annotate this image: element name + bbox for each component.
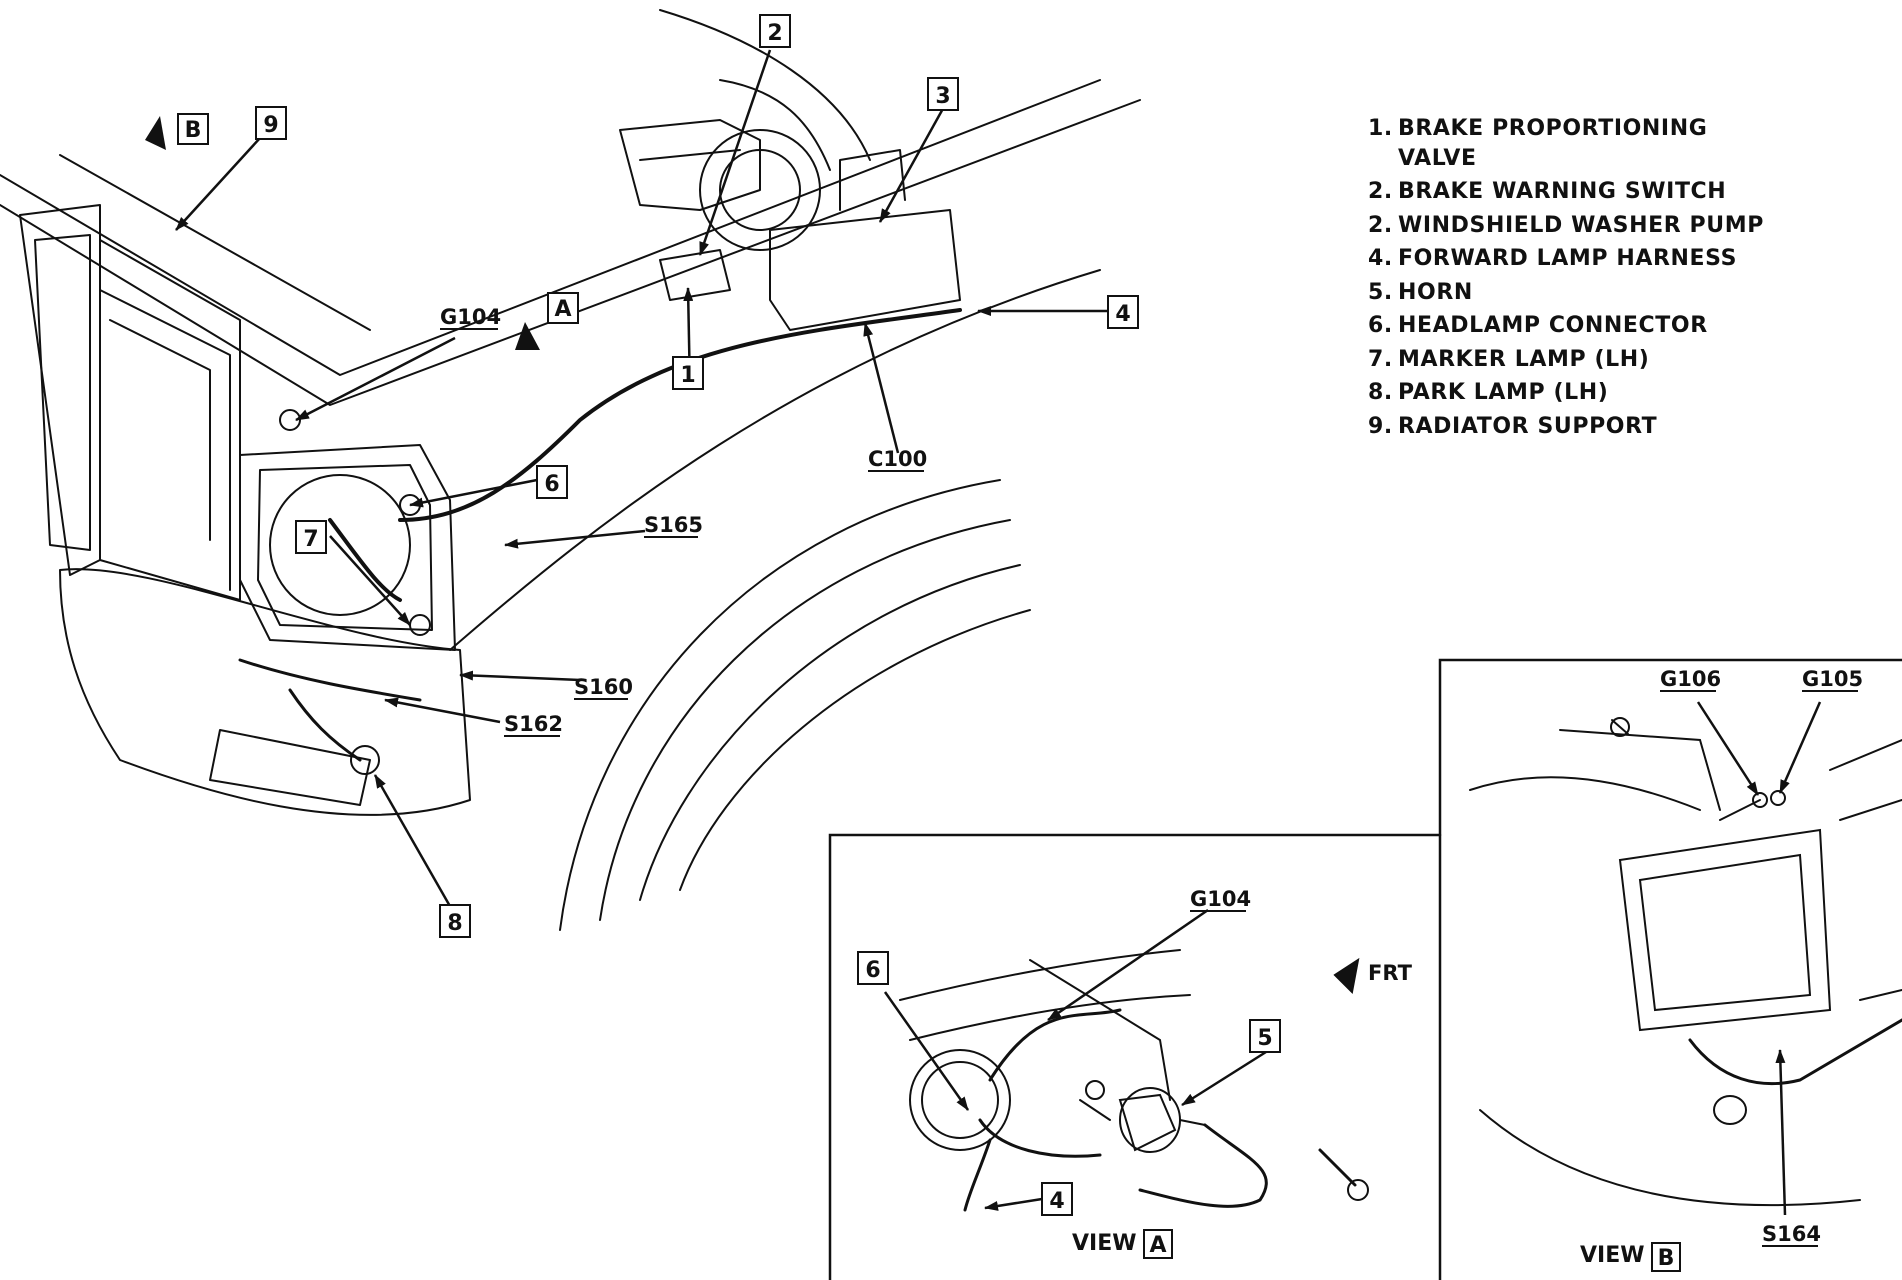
callout-9: 9 — [255, 106, 287, 140]
label-c100: C100 — [868, 447, 927, 471]
label-g106: G106 — [1660, 667, 1721, 691]
main-view-drawing — [0, 9, 1141, 931]
legend-item-text: PARK LAMP (LH) — [1398, 380, 1609, 405]
legend-item-6: 6.HEADLAMP CONNECTOR — [1368, 309, 1764, 343]
legend-item-4: 4.FORWARD LAMP HARNESS — [1368, 242, 1764, 276]
view-b-letter: B — [1658, 1246, 1675, 1271]
legend-item-text: WINDSHIELD WASHER PUMP — [1398, 212, 1764, 238]
view-a-callout-5: 5 — [1249, 1019, 1281, 1053]
legend-item-number: 9. — [1368, 413, 1393, 439]
label-s164: S164 — [1762, 1222, 1821, 1246]
callout-8: 8 — [439, 904, 471, 938]
legend-item-8: 8.PARK LAMP (LH) — [1368, 376, 1764, 410]
callout-8-text: 8 — [447, 911, 462, 936]
view-a-callout-5-text: 5 — [1257, 1026, 1272, 1051]
legend-item-number: 6. — [1368, 313, 1393, 338]
legend-item-7: 7.MARKER LAMP (LH) — [1368, 343, 1764, 377]
legend-item-number: 7. — [1368, 346, 1393, 372]
view-a-callout-4: 4 — [1041, 1182, 1073, 1216]
label-frt: FRT — [1368, 961, 1413, 985]
legend-item-number: 1. — [1368, 116, 1393, 141]
callout-7-text: 7 — [303, 527, 318, 552]
callout-2: 2 — [759, 14, 791, 48]
legend-item-continuation: VALVE — [1398, 145, 1477, 171]
callout-3: 3 — [927, 77, 959, 111]
legend-item-3: 2.WINDSHIELD WASHER PUMP — [1368, 209, 1764, 243]
label-s160: S160 — [574, 675, 633, 699]
legend-item-text: BRAKE WARNING SWITCH — [1398, 179, 1727, 204]
callout-1-text: 1 — [680, 363, 695, 388]
legend-item-1: 1.BRAKE PROPORTIONING — [1368, 112, 1764, 146]
legend-item-text: RADIATOR SUPPORT — [1398, 413, 1658, 439]
legend-item-text: MARKER LAMP (LH) — [1398, 346, 1650, 372]
callout-2-text: 2 — [767, 21, 782, 46]
legend-item-number: 8. — [1368, 380, 1393, 405]
legend-item-text: BRAKE PROPORTIONING — [1398, 116, 1708, 141]
callout-B-text: B — [185, 118, 202, 143]
connector-labels: G104 C100 S165 S160 S162 G104 FRT G106 G… — [440, 305, 1863, 1247]
legend-item-number: 2. — [1368, 179, 1393, 204]
legend-item-number: 4. — [1368, 246, 1393, 271]
callout-3-text: 3 — [935, 84, 950, 109]
callout-6-text: 6 — [544, 472, 559, 497]
legend-item-number: 5. — [1368, 279, 1393, 305]
parts-legend: 1.BRAKE PROPORTIONING VALVE 2.BRAKE WARN… — [1368, 112, 1764, 443]
callout-1: 1 — [672, 356, 704, 390]
view-b-panel — [1438, 658, 1902, 1280]
view-a-letter: A — [1149, 1233, 1166, 1258]
view-captions: VIEW A VIEW B — [1072, 1229, 1681, 1272]
view-a-callout-6: 6 — [857, 951, 889, 985]
callout-B-direction: B — [177, 113, 209, 145]
view-a-panel — [828, 833, 1442, 1280]
legend-item-5: 5.HORN — [1368, 276, 1764, 310]
callout-4: 4 — [1107, 295, 1139, 329]
label-s165: S165 — [644, 513, 703, 537]
callout-6: 6 — [536, 465, 568, 499]
legend-item-9: 9.RADIATOR SUPPORT — [1368, 410, 1764, 444]
leader-lines — [145, 49, 1822, 1216]
callout-A-text: A — [554, 297, 571, 322]
legend-item-text: HORN — [1398, 279, 1473, 305]
label-s162: S162 — [504, 712, 563, 736]
callout-boxes: 2 3 9 B A 4 1 6 — [177, 14, 1281, 1216]
callout-4-text: 4 — [1115, 302, 1130, 327]
callout-9-text: 9 — [263, 113, 278, 138]
view-a-callout-4-text: 4 — [1049, 1189, 1064, 1214]
legend-item-text: FORWARD LAMP HARNESS — [1398, 246, 1738, 271]
label-g105: G105 — [1802, 667, 1863, 691]
view-a-callout-6-text: 6 — [865, 958, 880, 983]
callout-7: 7 — [295, 520, 327, 554]
legend-item-number: 2. — [1368, 212, 1393, 238]
callout-A-direction: A — [547, 292, 579, 324]
view-a-label-g104: G104 — [1190, 887, 1251, 911]
view-a-caption: VIEW — [1072, 1231, 1137, 1256]
view-b-caption: VIEW — [1580, 1243, 1645, 1268]
legend-item-2: 2.BRAKE WARNING SWITCH — [1368, 175, 1764, 209]
label-g104: G104 — [440, 305, 501, 329]
legend-item-text: HEADLAMP CONNECTOR — [1398, 313, 1708, 338]
